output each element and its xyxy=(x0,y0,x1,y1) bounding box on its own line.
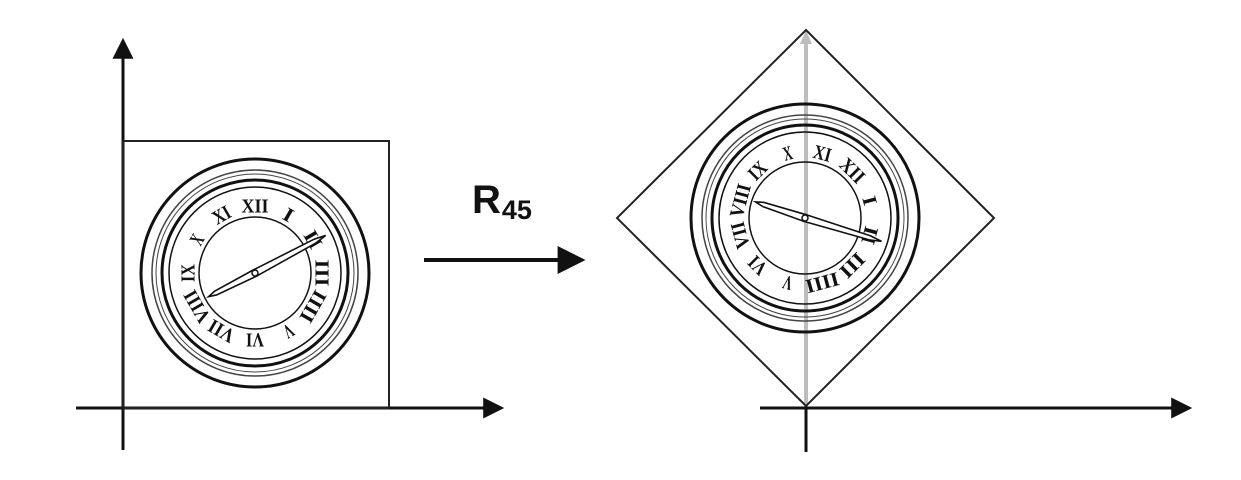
left-clock-numeral: V xyxy=(279,319,298,343)
right-rotated-square xyxy=(615,28,996,408)
rotation-letter: R xyxy=(472,178,501,222)
right-clock-numeral-band-inner xyxy=(748,161,862,275)
right-clock-ring-4 xyxy=(710,123,900,313)
right-clock-numeral: V xyxy=(780,270,795,294)
right-clock-ring-2 xyxy=(701,114,909,322)
left-clock-numeral: XII xyxy=(242,196,269,218)
rotation-angle-subscript: 45 xyxy=(501,195,532,225)
right-clock-numeral: IX xyxy=(744,157,773,186)
right-clock-ring-3 xyxy=(705,118,905,318)
right-clock-numeral: IIII xyxy=(803,267,842,297)
left-clock-ring-4 xyxy=(160,178,350,368)
left-bounding-square xyxy=(122,140,390,409)
right-clock-numeral: III xyxy=(834,248,869,283)
right-clock-numeral: VIII xyxy=(726,181,756,220)
right-clock-center-pin xyxy=(801,214,809,222)
right-clock-minute-hand xyxy=(752,200,808,223)
left-clock-minute-hand xyxy=(205,268,258,299)
right-clock-numeral: XI xyxy=(811,141,834,167)
left-clock-ring-3 xyxy=(155,173,355,373)
right-clock-numeral: VII xyxy=(727,219,755,251)
right-clock-numeral: XII xyxy=(835,154,870,189)
rotation-label: R45 xyxy=(472,178,532,224)
right-ghost-arrowhead xyxy=(800,30,812,44)
left-clock-ring-2 xyxy=(151,169,359,377)
left-clock-outer-ring xyxy=(139,157,371,389)
left-clock-numeral: IIII xyxy=(294,286,330,327)
right-clock-numeral: X xyxy=(781,142,796,166)
left-clock-numeral-band-outer xyxy=(168,186,342,360)
right-clock-numeral-band-outer xyxy=(718,131,892,305)
left-clock-numeral: VIII xyxy=(179,286,215,327)
left-clock-numeral: VI xyxy=(246,328,264,350)
left-clock-numeral: I xyxy=(279,204,298,228)
right-clock-numeral: I xyxy=(857,194,881,209)
left-clock-numeral: XI xyxy=(209,201,236,229)
left-clock-numeral-band-inner xyxy=(198,216,312,330)
left-clock-numeral: III xyxy=(310,260,332,287)
right-clock-outer-ring xyxy=(689,102,921,334)
left-clock-numeral: X xyxy=(186,230,210,249)
left-clock-numeral: IX xyxy=(178,264,200,282)
right-clock-numeral: VI xyxy=(744,251,772,279)
left-clock-center-pin xyxy=(251,269,259,277)
